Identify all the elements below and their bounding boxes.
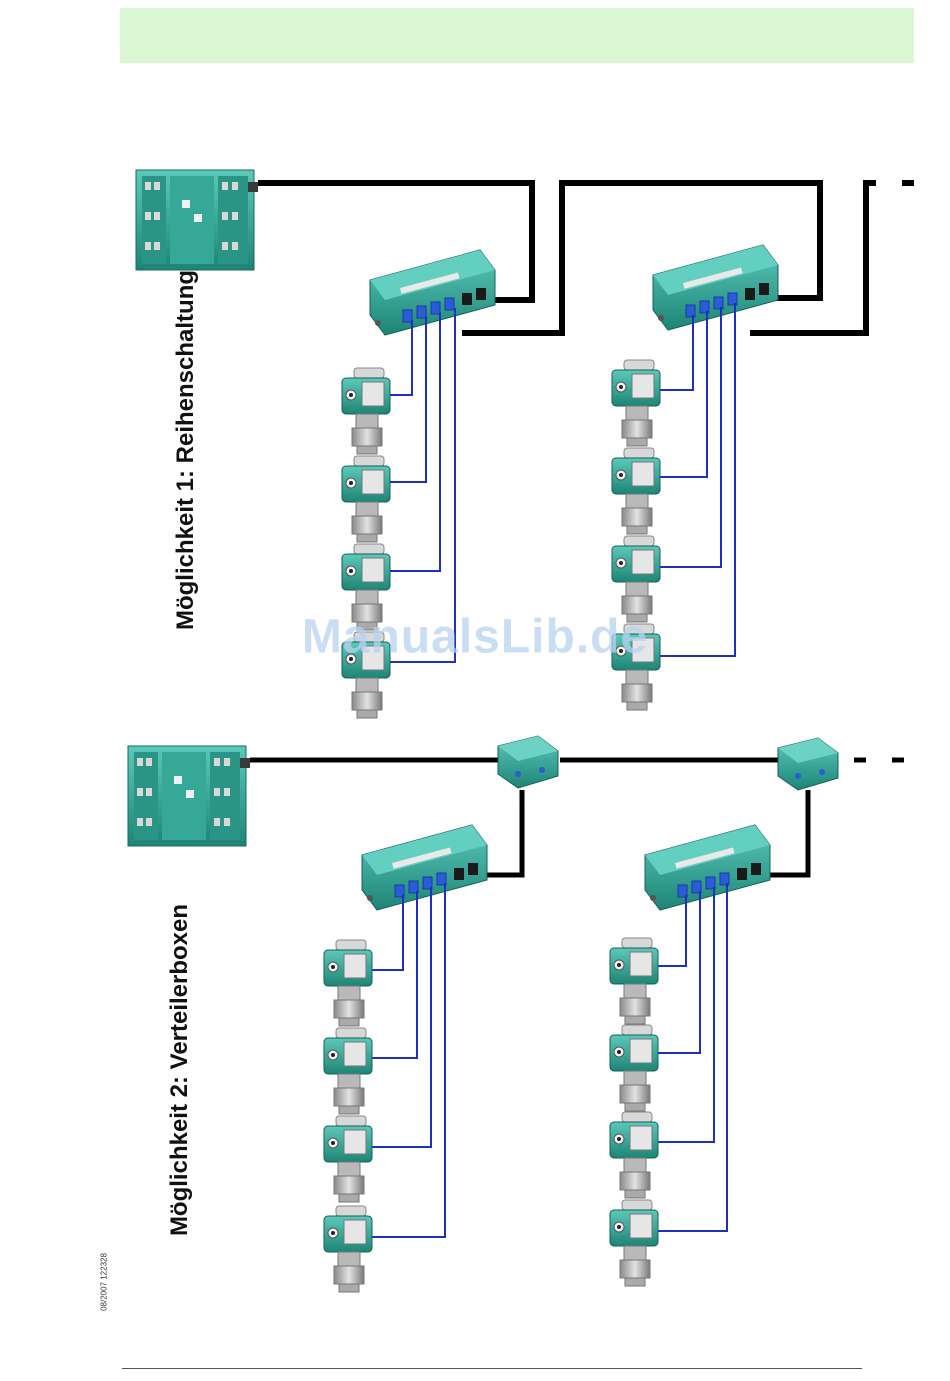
spur-cables-2a [368, 883, 445, 1237]
pressure-transmitter-2a-1 [324, 940, 372, 1026]
pressure-transmitter-2a-2 [324, 1028, 372, 1114]
power-supply-module-1 [136, 170, 258, 270]
junction-box-2a [498, 736, 558, 788]
pressure-transmitter-2b-2 [610, 1025, 658, 1111]
pressure-transmitter-2b-3 [610, 1112, 658, 1198]
footer-divider [122, 1368, 862, 1369]
document-code: 08/2007 122328 [100, 1253, 109, 1311]
pressure-transmitter-1a-1 [342, 368, 390, 454]
pressure-transmitter-2a-3 [324, 1116, 372, 1202]
pressure-transmitter-2b-1 [610, 938, 658, 1024]
bus-cables-1 [258, 183, 914, 333]
pressure-transmitter-1b-1 [612, 360, 660, 446]
field-barrier-box-1b [653, 245, 778, 330]
field-barrier-box-1a [370, 250, 495, 335]
junction-box-2b [778, 738, 838, 790]
power-supply-module-2 [128, 746, 250, 846]
section1-title: Möglichkeit 1: Reihenschaltung [172, 270, 200, 630]
section2-diagram [128, 736, 904, 1292]
pressure-transmitter-1a-2 [342, 456, 390, 542]
field-barrier-box-2b [645, 825, 770, 910]
pressure-transmitter-2a-4 [324, 1206, 372, 1292]
pressure-transmitter-2b-4 [610, 1200, 658, 1286]
spur-cables-1b [658, 303, 735, 656]
watermark: ManualsLib.de [302, 610, 648, 665]
section2-title: Möglichkeit 2: Verteilerboxen [166, 904, 194, 1236]
field-barrier-box-2a [362, 825, 487, 910]
pressure-transmitter-1b-2 [612, 448, 660, 534]
spur-cables-2b [655, 883, 727, 1231]
